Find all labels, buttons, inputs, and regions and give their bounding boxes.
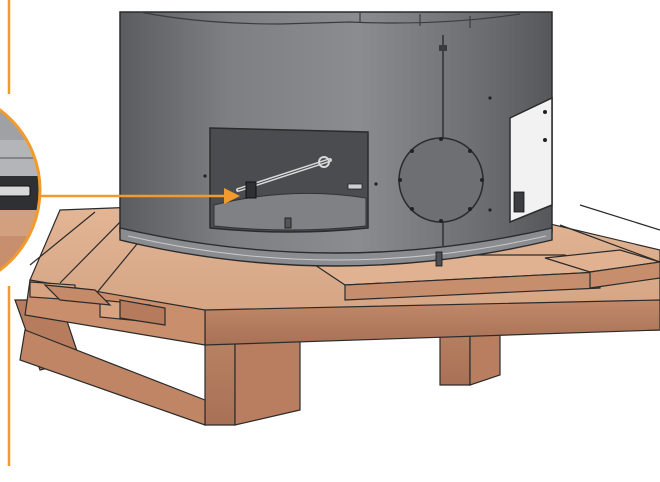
cylinder-housing [119,11,553,267]
callout-magnifier [0,90,42,290]
base-ring [119,227,553,267]
callout-leader [7,0,240,466]
side-opening [509,96,553,224]
leader-arrowhead [224,188,240,204]
